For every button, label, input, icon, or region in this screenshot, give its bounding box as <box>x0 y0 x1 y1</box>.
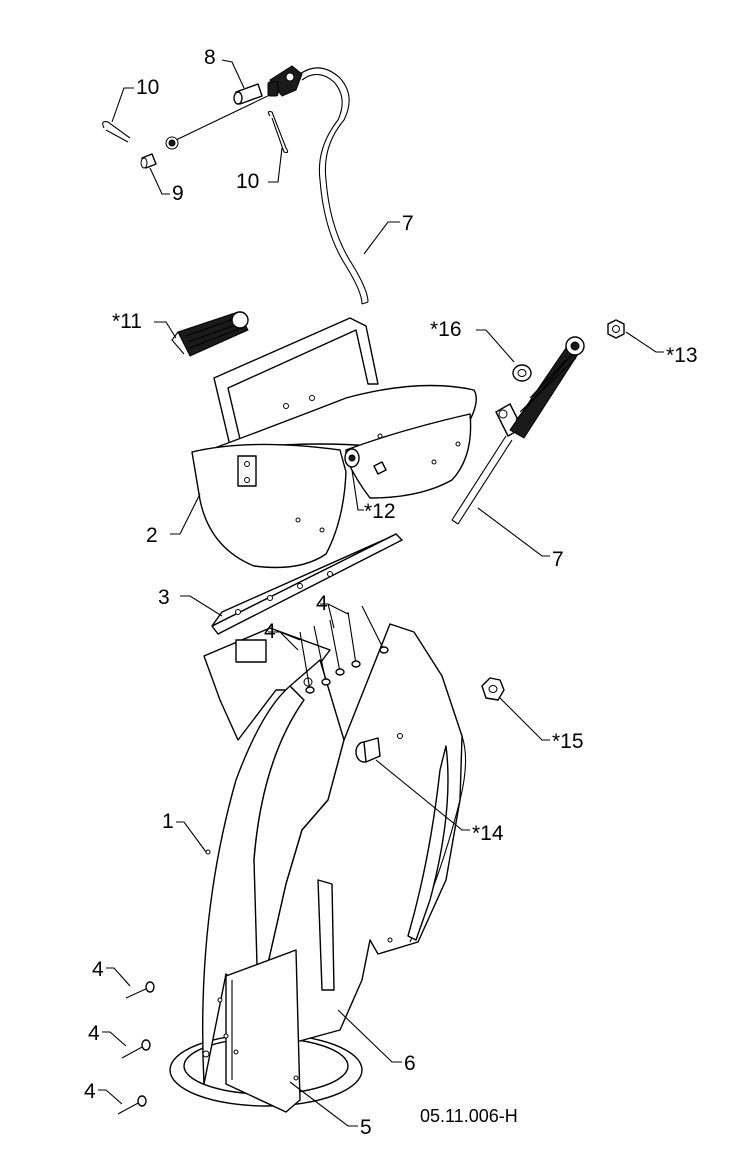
nut-16 <box>512 364 532 382</box>
chute-body-1 <box>169 623 467 1113</box>
callout-10: 10 <box>136 76 159 99</box>
callout-4: 4 <box>84 1080 96 1103</box>
callout-labels: 10 8 9 10 7 *11 *16 *13 2 *12 7 3 4 4 *1… <box>84 46 698 1139</box>
cotter-pin-10a <box>102 121 131 143</box>
drawing-number: 05.11.006-H <box>420 1106 518 1126</box>
deflector-2 <box>191 317 477 569</box>
callout-3: 3 <box>158 586 170 609</box>
callout-2: 2 <box>146 524 158 547</box>
spring-11 <box>171 311 249 357</box>
callout-13: *13 <box>666 344 698 367</box>
callout-4: 4 <box>264 620 276 643</box>
callout-7: 7 <box>552 548 564 571</box>
nut-13 <box>607 319 625 339</box>
nut-15 <box>481 677 505 701</box>
cable-7-lower <box>451 336 585 525</box>
callout-15: *15 <box>552 730 584 753</box>
callout-9: 9 <box>172 182 184 205</box>
cable-7-upper <box>299 67 369 305</box>
rivets-4-bottom <box>117 981 155 1115</box>
cotter-pin-10b <box>267 110 289 154</box>
callout-12: *12 <box>364 500 396 523</box>
callout-8: 8 <box>204 46 216 69</box>
pin-8 <box>233 83 263 105</box>
bushing-9 <box>140 153 157 169</box>
callout-6: 6 <box>404 1052 416 1075</box>
callout-4: 4 <box>88 1022 100 1045</box>
plate-3 <box>211 533 403 635</box>
callout-16: *16 <box>430 318 462 341</box>
callout-4: 4 <box>92 958 104 981</box>
callout-11: *11 <box>112 310 142 333</box>
leader-lines <box>98 59 664 1127</box>
callout-5: 5 <box>360 1116 372 1139</box>
callout-4: 4 <box>316 592 328 615</box>
rivets-4-top <box>299 605 389 694</box>
callout-1: 1 <box>162 810 174 833</box>
callout-14: *14 <box>472 822 504 845</box>
callout-10: 10 <box>236 170 259 193</box>
callout-7: 7 <box>402 212 414 235</box>
cable-linkage <box>165 65 303 150</box>
